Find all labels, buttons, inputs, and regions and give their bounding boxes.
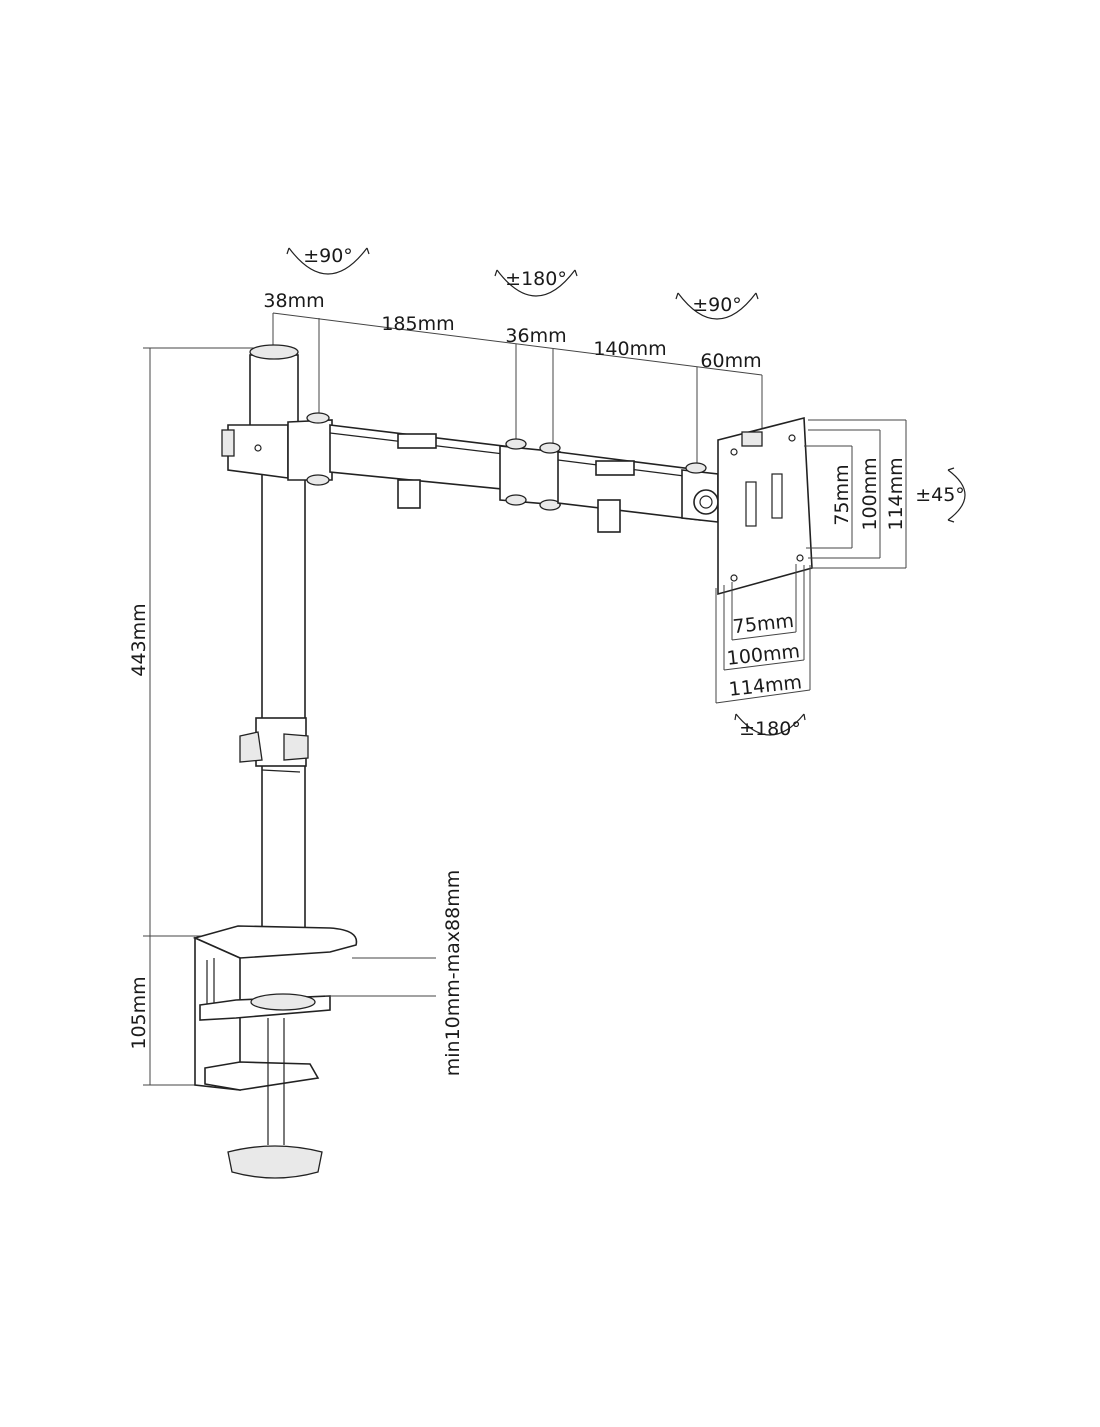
vesa-vertical-dimensions [804, 419, 907, 569]
plate-slot [771, 473, 783, 519]
rotation-arc-icon [496, 269, 576, 297]
arrowhead-icon [734, 713, 806, 721]
dimension-head: 60mm [700, 350, 761, 372]
rotation-arc-icon [288, 247, 368, 275]
cable-clip [595, 460, 635, 476]
arrowhead-icon [286, 247, 370, 255]
rotation-label: ±90° [303, 245, 353, 267]
rotation-indicator-arm: ±180° [494, 268, 578, 297]
clamp-knob [227, 1145, 323, 1179]
joint-cap-icon [539, 442, 561, 454]
collar-knob-left [239, 731, 263, 763]
vesa-vertical-100: 100mm [859, 457, 881, 530]
screw-icon [254, 444, 262, 452]
clamp-jaw-lower [204, 1061, 320, 1091]
rotation-arc-icon [677, 292, 757, 320]
arm-joint-1 [287, 419, 333, 481]
arrowhead-icon [675, 292, 759, 300]
rotation-label: ±45° [915, 484, 965, 506]
joint-cap-icon [505, 438, 527, 450]
arm-assembly [221, 412, 719, 533]
rotation-label: ±90° [692, 294, 742, 316]
arrowhead-icon [947, 467, 955, 523]
rotation-indicator-tilt: ±180° [734, 713, 806, 740]
arm-dimension-line [272, 312, 763, 466]
rotation-indicator-pole: ±90° [286, 245, 370, 275]
vesa-plate-body [717, 416, 813, 596]
collar-knob-right [283, 733, 309, 761]
pole [239, 344, 309, 946]
vesa-vertical-75: 75mm [831, 464, 853, 525]
dimension-second-arm: 140mm [593, 338, 666, 360]
rotation-label: ±180° [739, 718, 801, 740]
vesa-horizontal-dimensions [715, 564, 811, 704]
rotation-indicator-head: ±90° [675, 292, 759, 320]
base-plate [192, 925, 358, 959]
mount-hole-icon [796, 554, 804, 562]
rotation-label: ±180° [505, 268, 567, 290]
cable-clip [597, 499, 621, 533]
vesa-horizontal-75: 75mm [732, 610, 795, 638]
dimension-first-arm: 185mm [381, 313, 454, 335]
rotation-arc-icon [947, 469, 966, 521]
mount-hole-icon [730, 448, 738, 456]
cable-clip [397, 479, 421, 509]
joint-cap-icon [685, 462, 707, 474]
pole-lower [261, 459, 306, 946]
desk-clamp [192, 925, 358, 1179]
rotation-indicator-plate: ±45° [915, 467, 966, 523]
cable-clip [397, 433, 437, 449]
mount-hole-icon [730, 574, 738, 582]
tilt-knob [693, 489, 719, 515]
plate-slot [745, 481, 757, 527]
pole-clamp-screw [221, 429, 235, 457]
mount-hole-icon [788, 434, 796, 442]
clamp-pad [250, 993, 316, 1011]
clamp-range-dimension [325, 957, 436, 997]
joint-cap-icon [306, 412, 330, 424]
vesa-vertical-114: 114mm [885, 457, 907, 530]
dimension-pole-offset: 38mm [263, 290, 324, 312]
pole-cap [249, 344, 299, 360]
dimension-clamp-range: min10mm-max88mm [442, 870, 464, 1076]
rotation-arc-icon [735, 713, 805, 736]
vesa-plate [717, 416, 813, 596]
dimension-pole-height: 443mm [128, 603, 150, 676]
vesa-horizontal-114: 114mm [728, 671, 803, 701]
vesa-horizontal-100: 100mm [726, 640, 801, 670]
dimension-clamp-height: 105mm [128, 976, 150, 1049]
arrowhead-icon [494, 269, 578, 277]
plate-lock-knob [741, 431, 763, 447]
dimension-joint: 36mm [505, 325, 566, 347]
